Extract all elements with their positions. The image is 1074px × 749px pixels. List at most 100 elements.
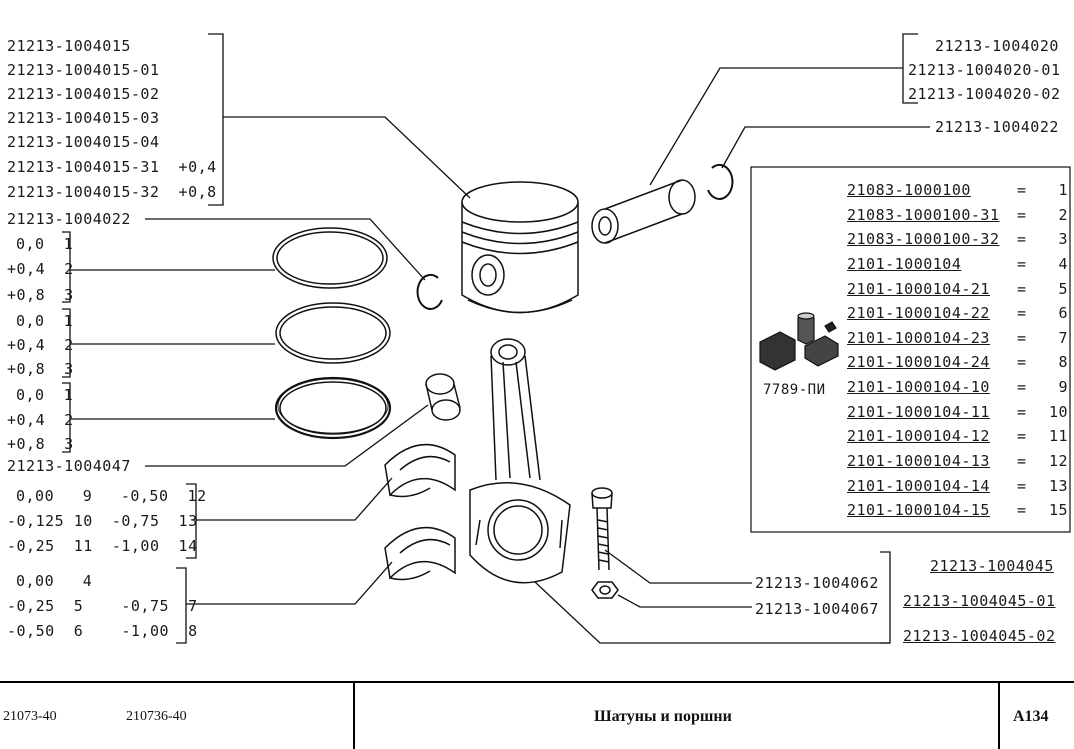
bushing-illustration [425,373,461,421]
kit-row: 2101-1000104-15 = 15 [847,500,1074,520]
kit-code: 2101-1000104-12 [847,427,990,445]
kit-row: 2101-1000104-21=5 [847,279,1074,299]
circlip-right-code: 21213-1004022 [935,118,1059,136]
kit-eq: = [1017,501,1027,519]
nut-leader [617,594,752,608]
piston-code: 21213-1004015-01 [7,61,160,79]
kit-code: 2101-1000104-23 [847,329,990,347]
page-number: A134 [1013,708,1049,725]
circlip-left-leader [145,218,426,281]
kit-row: 2101-1000104-10 = 9 [847,377,1074,397]
kit-code: 2101-1000104-13 [847,452,990,470]
kit-eq: = [1017,353,1027,371]
kit-eq: = [1017,477,1027,495]
parts-diagram: 21213-1004015 21213-1004015-01 21213-100… [7,33,1071,645]
ring1-bracket [62,231,71,303]
kit-eq: = [1017,280,1027,298]
footer-title-block: 21073-40 210736-40 Шатуны и поршни A134 [0,681,1074,749]
bearing-size-row: -0,125 10 -0,75 13 [7,512,198,530]
piston-code: 21213-1004015-04 [7,133,160,151]
kit-num: 13 [1048,477,1068,495]
kit-eq: = [1017,230,1027,248]
kit-eq: = [1017,378,1027,396]
kit-num: 4 [1058,255,1068,273]
kit-eq: = [1017,181,1027,199]
kit-num: 3 [1058,230,1068,248]
bearing-lower-bracket [176,567,187,644]
bearing-lower-leader [186,561,393,605]
pin-illustration [591,179,696,244]
kit-num: 9 [1058,378,1068,396]
kit-num: 15 [1048,501,1068,519]
piston-code: 21213-1004015-02 [7,85,160,103]
kit-table: 21083-1000100=1 21083-1000100-31=2 21083… [847,180,1069,530]
bearing-size-row: 0,00 9 -0,50 12 [16,487,207,505]
piston-code: 21213-1004015-32 +0,8 [7,183,217,201]
kit-code: 2101-1000104-24 [847,353,990,371]
kit-icon [759,312,839,371]
kit-code: 21083-1000100-31 [847,206,1000,224]
nut-illustration [591,581,619,599]
kit-eq: = [1017,255,1027,273]
rod-code: 21213-1004045 [930,557,1054,575]
kit-row: 2101-1000104-23=7 [847,328,1074,348]
kit-eq: = [1017,304,1027,322]
kit-code: 21083-1000100-32 [847,230,1000,248]
kit-eq: = [1017,452,1027,470]
ring2-bracket [62,308,71,378]
piston-code: 21213-1004015-31 +0,4 [7,158,217,176]
rod-bracket [880,551,891,644]
bearing-size-row: 0,00 4 [16,572,93,590]
pin-code: 21213-1004020-02 [908,85,1061,103]
rod-code: 21213-1004045-01 [903,592,1056,610]
kit-row: 2101-1000104-14 = 13 [847,476,1074,496]
kit-row: 21083-1000100=1 [847,180,1074,200]
bolt-leader [604,549,752,584]
kit-num: 5 [1058,280,1068,298]
model-code: 210736-40 [126,709,187,724]
kit-code: 2101-1000104 [847,255,962,273]
ring-size: +0,4 2 [7,260,74,278]
bearing-size-row: -0,25 11 -1,00 14 [7,537,198,555]
kit-num: 7 [1058,329,1068,347]
bushing-code: 21213-1004047 [7,457,131,475]
footer-divider [353,683,355,749]
bolt-illustration [591,487,613,571]
kit-num: 12 [1048,452,1068,470]
kit-row: 2101-1000104-11=10 [847,402,1074,422]
bolt-code: 21213-1004062 [755,574,879,592]
circlip-right-illustration [707,163,734,200]
kit-num: 2 [1058,206,1068,224]
circlip-left-code: 21213-1004022 [7,210,131,228]
piston-code: 21213-1004015 [7,37,131,55]
model-code: 21073-40 [3,709,57,724]
pin-code: 21213-1004020 [935,37,1059,55]
piston-bracket [208,33,224,206]
piston-code: 21213-1004015-03 [7,109,160,127]
kit-code: 2101-1000104-14 [847,477,990,495]
ring-size: +0,4 2 [7,411,74,429]
kit-eq: = [1017,427,1027,445]
rod-leader [534,581,890,644]
ring-size: +0,8 3 [7,435,74,453]
kit-code: 2101-1000104-15 [847,501,990,519]
circlip-left-illustration [416,273,443,310]
kit-code: 2101-1000104-11 [847,403,990,421]
ring-size: 0,0 1 [16,235,74,253]
bearing-lower-illustration [384,526,456,581]
ring3-bracket [62,382,71,453]
piston-leader [223,116,471,199]
kit-row: 21083-1000100-31=2 [847,205,1074,225]
kit-code: 2101-1000104-10 [847,378,990,396]
pin-leader [649,67,903,186]
bearing-upper-bracket [186,483,197,559]
rings-illustration [272,227,392,440]
ring-size: +0,4 2 [7,336,74,354]
kit-num: 8 [1058,353,1068,371]
circlip-right-leader [721,126,930,169]
piston-illustration [461,181,579,314]
connecting-rod-illustration [469,338,571,584]
ring-size: 0,0 1 [16,312,74,330]
bearing-upper-leader [196,477,393,521]
kit-row: 2101-1000104-13 = 12 [847,451,1074,471]
